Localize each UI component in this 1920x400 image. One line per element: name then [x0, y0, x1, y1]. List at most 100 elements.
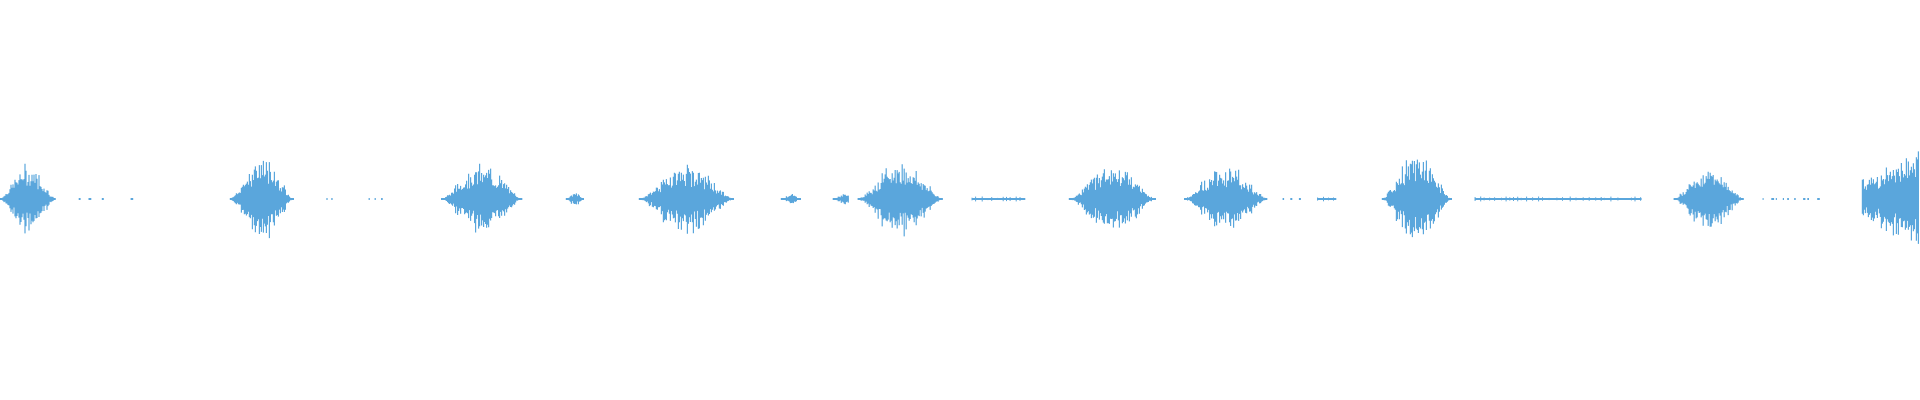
waveform-sample: [1328, 197, 1329, 201]
waveform-sample: [1569, 196, 1571, 202]
waveform-segment: [101, 198, 104, 200]
waveform-blip: [381, 198, 383, 200]
waveform-sample: [1526, 196, 1528, 202]
waveform-blip: [1817, 198, 1820, 200]
waveform-sample: [1630, 197, 1632, 201]
waveform-sample: [1623, 198, 1625, 200]
waveform-segment: [1861, 151, 1919, 244]
waveform-segment: [229, 160, 294, 239]
waveform-sample: [1538, 196, 1540, 202]
waveform-sample: [1505, 196, 1507, 202]
waveform-centerline: [1674, 198, 1744, 200]
waveform-centerline: [0, 198, 56, 200]
waveform-segment: [780, 194, 801, 204]
waveform-segment: [565, 193, 584, 205]
waveform-sample: [997, 197, 999, 200]
waveform-blip: [1771, 198, 1775, 200]
waveform-centerline: [781, 198, 801, 200]
waveform-sample: [1494, 197, 1496, 201]
waveform-blip: [1282, 198, 1285, 200]
waveform-sample: [1501, 197, 1502, 201]
waveform-segment: [78, 198, 92, 200]
waveform-sample: [1603, 197, 1605, 201]
waveform-sample: [1588, 197, 1590, 201]
waveform-centerline: [1184, 198, 1268, 200]
waveform-sample: [1595, 197, 1597, 201]
waveform-line: [971, 198, 1026, 200]
waveform-sample: [1317, 197, 1319, 201]
waveform-sample: [1489, 197, 1491, 201]
waveform-sample: [991, 197, 993, 201]
waveform-blip: [1787, 198, 1789, 200]
waveform-segment: [832, 194, 849, 205]
waveform-blip: [326, 198, 328, 200]
waveform-centerline: [1069, 198, 1156, 200]
waveform-segment: [1068, 169, 1156, 228]
waveform-segment: [638, 164, 734, 234]
waveform-sample: [1483, 197, 1485, 201]
waveform-sample: [1562, 197, 1563, 201]
waveform-sample: [1015, 196, 1017, 202]
waveform-blip: [368, 198, 370, 200]
waveform-centerline: [1382, 198, 1452, 200]
waveform-segment: [1184, 168, 1268, 228]
waveform-sample: [1333, 197, 1334, 201]
waveform-sample: [1582, 197, 1584, 201]
waveform-sample: [1006, 196, 1007, 202]
waveform-blip: [1298, 198, 1301, 200]
waveform-sample: [1474, 197, 1476, 201]
waveform-blip: [331, 198, 333, 200]
waveform-segment: [1381, 159, 1452, 238]
waveform-segment: [441, 163, 523, 233]
waveform-blip: [101, 198, 104, 200]
waveform-sample: [1019, 197, 1021, 201]
waveform-centerline: [833, 198, 849, 200]
waveform-sample: [1532, 197, 1534, 201]
waveform-blip: [1794, 198, 1796, 200]
waveform-sample: [1610, 196, 1612, 202]
waveform-centerline: [639, 198, 734, 200]
waveform-centerline: [566, 198, 584, 200]
waveform-segment: [1762, 198, 1820, 200]
waveform-burst: [1861, 151, 1919, 244]
waveform-blip: [1775, 198, 1777, 200]
waveform-sample: [1002, 196, 1004, 202]
waveform-blip: [130, 198, 134, 200]
waveform-sample: [1009, 197, 1011, 201]
waveform-blip: [1290, 198, 1293, 200]
waveform-segment: [0, 163, 56, 234]
waveform-blip: [88, 198, 92, 200]
waveform-segment: [326, 198, 333, 200]
waveform-blip: [1803, 198, 1806, 200]
waveform-sample: [1634, 196, 1636, 202]
waveform-segment: [130, 198, 134, 200]
waveform-blip: [1807, 198, 1809, 200]
waveform-blip: [374, 198, 376, 200]
waveform-sample: [1575, 197, 1577, 201]
waveform-blip: [78, 198, 81, 200]
waveform-segment: [1282, 198, 1301, 200]
waveform-burst: [857, 164, 943, 237]
waveform-segment: [971, 196, 1026, 202]
waveform-sample: [987, 198, 989, 201]
waveform-centerline: [1862, 198, 1919, 200]
waveform-sample: [981, 196, 983, 202]
waveform-segment: [1673, 171, 1744, 227]
waveform-blip: [1762, 198, 1764, 200]
waveform-line: [1474, 198, 1642, 200]
waveform-sample: [971, 197, 973, 201]
waveform-sample: [1480, 196, 1482, 202]
waveform-sample: [1556, 197, 1558, 201]
waveform-sample: [1323, 196, 1324, 202]
waveform-segment: [1474, 196, 1642, 202]
waveform-sample: [1520, 197, 1522, 201]
waveform-layer: [0, 151, 1919, 244]
waveform-sample: [1517, 196, 1519, 202]
waveform-sample: [1548, 197, 1550, 201]
waveform-segment: [857, 164, 943, 237]
waveform-segment: [1317, 196, 1337, 202]
waveform-centerline: [858, 198, 943, 200]
waveform-sample: [1640, 197, 1642, 201]
